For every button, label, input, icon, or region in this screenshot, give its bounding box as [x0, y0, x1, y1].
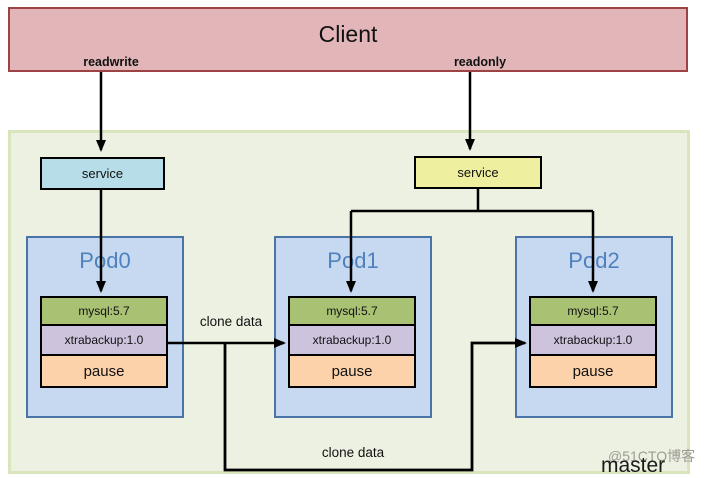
pod1-pause-container: pause — [288, 354, 416, 388]
readonly-label: readonly — [453, 55, 507, 69]
pod2-mysql-container: mysql:5.7 — [529, 296, 657, 326]
pod0-mysql-container: mysql:5.7 — [40, 296, 168, 326]
pod0-title: Pod0 — [79, 248, 131, 273]
pod1-box: Pod1 mysql:5.7 xtrabackup:1.0 pause — [274, 236, 432, 418]
clone-data-top-label: clone data — [199, 314, 263, 329]
service-readwrite-label: service — [81, 166, 124, 181]
pod2-title: Pod2 — [568, 248, 620, 273]
master-label: master — [601, 454, 666, 477]
pod0-xtrabackup-container: xtrabackup:1.0 — [40, 324, 168, 356]
readwrite-label: readwrite — [83, 55, 139, 69]
pod2-xtrabackup-container: xtrabackup:1.0 — [529, 324, 657, 356]
pod0-container-stack: mysql:5.7 xtrabackup:1.0 pause — [40, 296, 168, 388]
pod2-pause-container: pause — [529, 354, 657, 388]
pod2-box: Pod2 mysql:5.7 xtrabackup:1.0 pause — [515, 236, 673, 418]
watermark: @51CTO博客 — [608, 448, 696, 464]
pod1-xtrabackup-container: xtrabackup:1.0 — [288, 324, 416, 356]
pod0-pause-container: pause — [40, 354, 168, 388]
client-box: Client readwrite readonly — [8, 7, 688, 72]
service-readonly-box: service — [414, 156, 542, 189]
pod0-box: Pod0 mysql:5.7 xtrabackup:1.0 pause — [26, 236, 184, 418]
client-title: Client — [318, 21, 378, 47]
pod2-container-stack: mysql:5.7 xtrabackup:1.0 pause — [529, 296, 657, 388]
service-readwrite-box: service — [40, 157, 165, 190]
pod1-title: Pod1 — [327, 248, 379, 273]
pod1-container-stack: mysql:5.7 xtrabackup:1.0 pause — [288, 296, 416, 388]
pod1-mysql-container: mysql:5.7 — [288, 296, 416, 326]
service-readonly-label: service — [457, 165, 499, 180]
clone-data-bottom-label: clone data — [321, 445, 385, 460]
